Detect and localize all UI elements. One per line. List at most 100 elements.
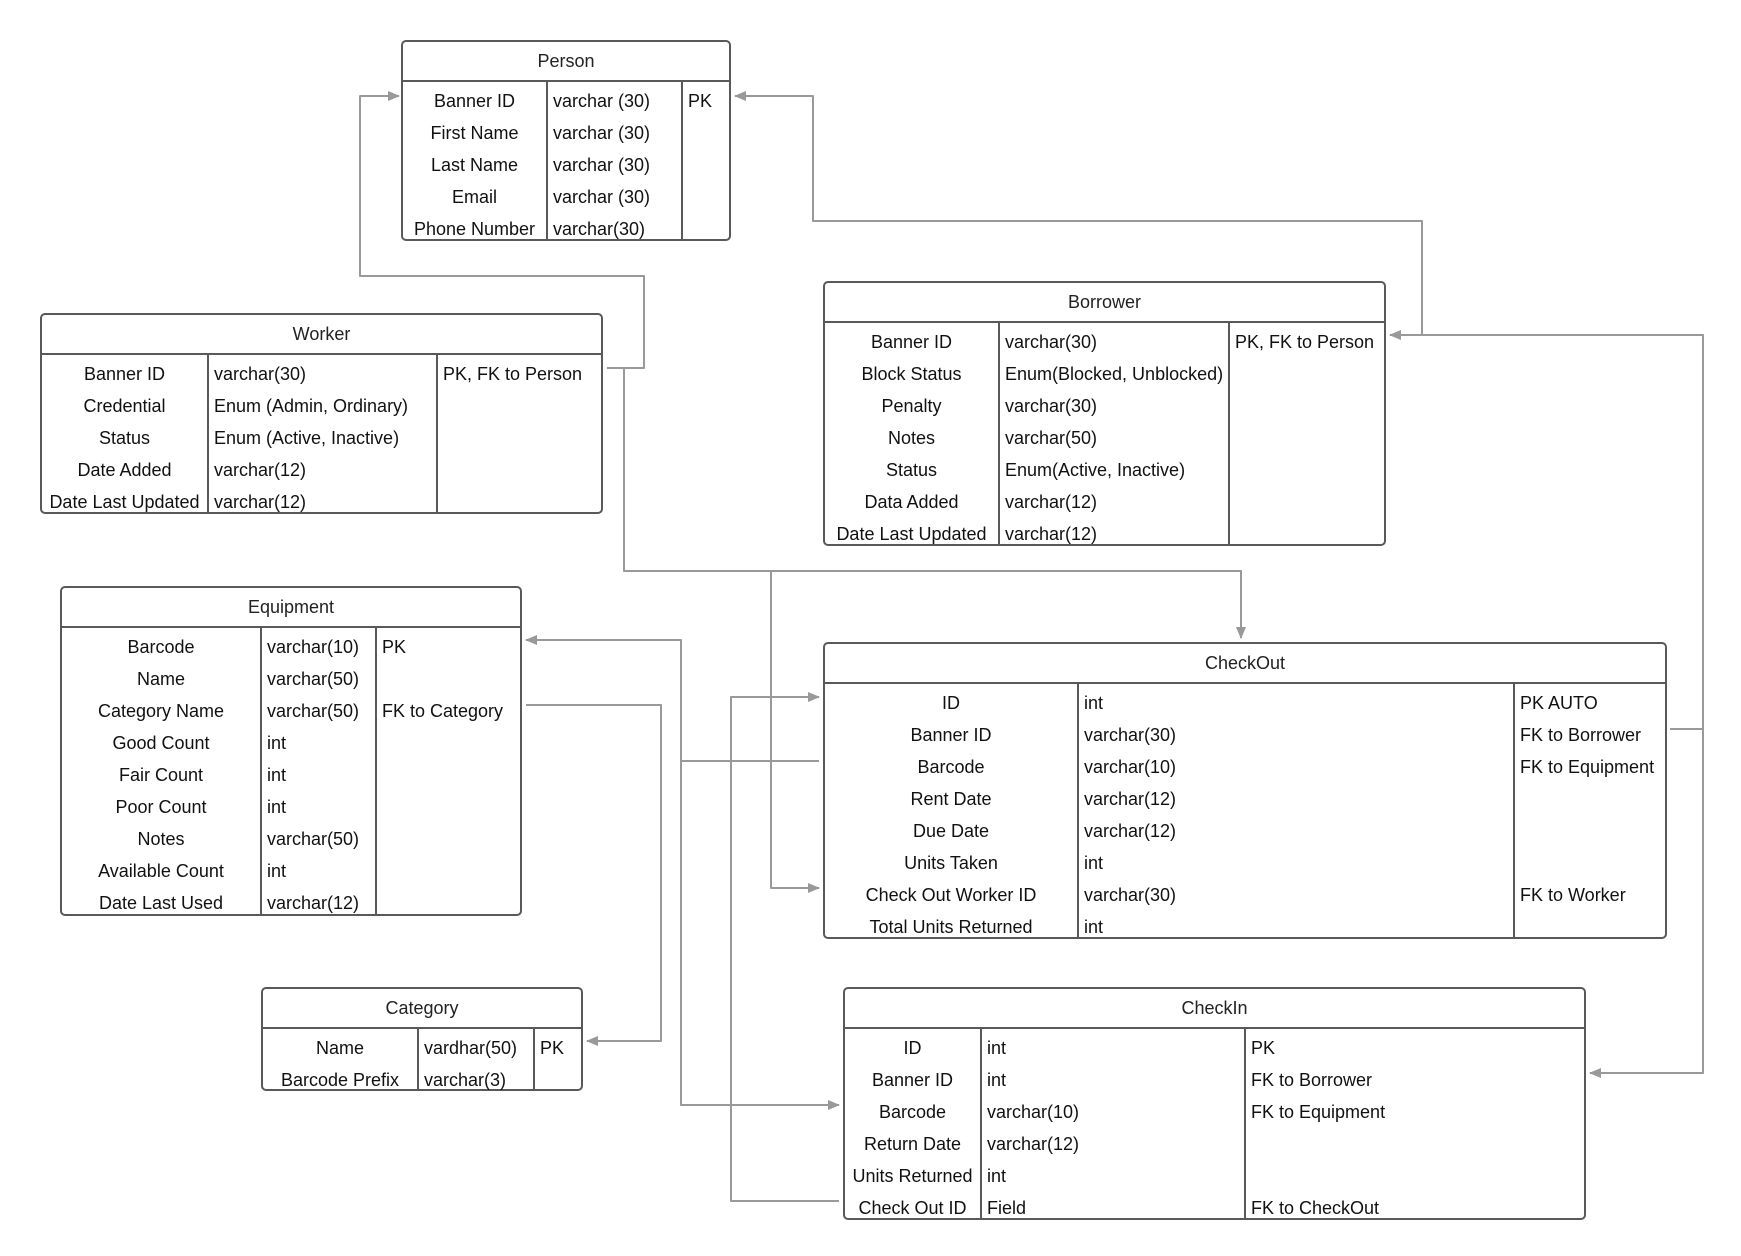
connector-checkout-worker-id [770, 571, 820, 893]
field-name: Rent Date [910, 789, 992, 809]
field-name: Name [136, 669, 185, 689]
field-key [377, 727, 520, 759]
field-name: First Name [430, 123, 519, 143]
field-type: Enum (Admin, Ordinary) [214, 396, 409, 416]
field-key [1230, 518, 1384, 550]
field-type: varchar(12) [267, 893, 360, 913]
field-type: int [1084, 917, 1104, 937]
field-type-column: vardhar(50) varchar(3) [419, 1029, 535, 1090]
field-name: Credential [83, 396, 166, 416]
field-key [1230, 358, 1384, 390]
field-type: varchar(10) [987, 1102, 1080, 1122]
field-name: Banner ID [433, 91, 516, 111]
field-name: Notes [887, 428, 936, 448]
field-type: varchar(12) [987, 1134, 1080, 1154]
field-key: FK to Borrower [1251, 1070, 1373, 1090]
field-key [1246, 1128, 1584, 1160]
field-name: Barcode Prefix [280, 1070, 400, 1090]
field-key-column: PK, FK to Person [438, 355, 601, 512]
connector-checkin-to-equipment [680, 761, 840, 1110]
field-name: Due Date [912, 821, 990, 841]
field-key [1246, 1160, 1584, 1192]
field-type: varchar(50) [267, 669, 360, 689]
field-key [377, 887, 520, 919]
field-key: PK, FK to Person [443, 364, 583, 384]
field-key [438, 486, 601, 518]
field-name: Banner ID [910, 725, 992, 745]
entity-title: Worker [42, 315, 601, 355]
field-key [1230, 422, 1384, 454]
field-key [1230, 454, 1384, 486]
entity-title: CheckOut [825, 644, 1665, 684]
field-key [377, 791, 520, 823]
field-name: Last Name [430, 155, 519, 175]
field-key: PK [688, 91, 713, 111]
field-name: Banner ID [870, 332, 953, 352]
field-type: varchar(30) [1005, 332, 1098, 352]
field-type: Enum(Active, Inactive) [1005, 460, 1186, 480]
field-key: PK [540, 1038, 565, 1058]
field-key [1230, 486, 1384, 518]
field-type: Field [987, 1198, 1027, 1218]
field-type: int [1084, 693, 1104, 713]
entity-title: Borrower [825, 283, 1384, 323]
field-type: Enum (Active, Inactive) [214, 428, 400, 448]
field-type: varchar (30) [553, 123, 651, 143]
field-name: Email [451, 187, 497, 207]
field-name: Block Status [861, 364, 962, 384]
field-key [1515, 815, 1665, 847]
field-key [377, 855, 520, 887]
field-key [683, 149, 729, 181]
field-type: int [267, 797, 287, 817]
field-name: Return Date [863, 1134, 962, 1154]
field-type: varchar(12) [1084, 789, 1177, 809]
field-name: Banner ID [871, 1070, 954, 1090]
field-name: Available Count [98, 861, 224, 881]
field-type: int [987, 1166, 1007, 1186]
field-type: varchar(30) [553, 219, 646, 239]
field-name: ID [942, 693, 960, 713]
field-key [683, 181, 729, 213]
field-type: vardhar(50) [424, 1038, 518, 1058]
field-name: Units Returned [852, 1166, 973, 1186]
field-type: varchar(50) [267, 829, 360, 849]
field-name: Total Units Returned [869, 917, 1033, 937]
field-type: int [987, 1038, 1007, 1058]
field-type-column: varchar(30)Enum (Admin, Ordinary)Enum (A… [209, 355, 438, 512]
field-name: Good Count [112, 733, 210, 753]
field-type: varchar (30) [553, 187, 651, 207]
field-key: FK to Equipment [1520, 757, 1655, 777]
field-key [1515, 847, 1665, 879]
field-key: PK, FK to Person [1235, 332, 1375, 352]
field-type: int [267, 861, 287, 881]
field-key-column: PK [683, 82, 729, 239]
field-type: varchar(10) [1084, 757, 1177, 777]
field-key [683, 213, 729, 245]
field-key: FK to Equipment [1251, 1102, 1386, 1122]
field-key-column: PK [535, 1029, 581, 1089]
field-type: varchar(3) [424, 1070, 507, 1090]
field-type: varchar(30) [1005, 396, 1098, 416]
field-name: Status [98, 428, 151, 448]
field-name: Date Last Used [98, 893, 224, 913]
field-key [377, 759, 520, 791]
field-key: FK to Worker [1520, 885, 1626, 905]
field-name: Barcode [127, 637, 195, 657]
field-key [1230, 390, 1384, 422]
entity-title: CheckIn [845, 989, 1584, 1029]
connector-checkout-to-equipment [525, 635, 819, 762]
